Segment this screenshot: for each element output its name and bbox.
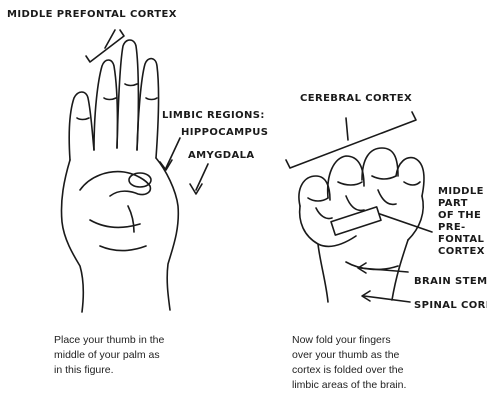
spinal-cord-label: SPINAL CORD [414, 300, 487, 311]
limbic-regions-label: LIMBIC REGIONS: [162, 110, 265, 121]
left-caption: Place your thumb in the middle of your p… [54, 333, 214, 378]
middle-part-line-2: PART [438, 198, 485, 210]
middle-part-line-5: FONTAL [438, 234, 485, 246]
fist-drawing [299, 148, 424, 302]
right-caption: Now fold your fingers over your thumb as… [292, 333, 452, 393]
middle-part-line-6: CORTEX [438, 246, 485, 258]
limbic-arrows [160, 138, 208, 194]
middle-part-line-1: MIDDLE [438, 186, 485, 198]
prefrontal-box [331, 207, 381, 235]
amygdala-label: AMYGDALA [188, 150, 255, 161]
hippocampus-label: HIPPOCAMPUS [181, 127, 268, 138]
middle-part-line-4: PRE- [438, 222, 485, 234]
prefrontal-leader [105, 30, 115, 48]
cerebral-cortex-label: CEREBRAL CORTEX [300, 93, 412, 104]
prefrontal-leader-right [380, 214, 432, 232]
middle-part-line-3: OF THE [438, 210, 485, 222]
brain-stem-label: BRAIN STEM [414, 276, 487, 287]
middle-part-prefrontal-label: MIDDLE PART OF THE PRE- FONTAL CORTEX [438, 186, 485, 258]
spinal-cord-arrow [362, 291, 410, 302]
prefrontal-bracket [86, 30, 124, 62]
open-hand-drawing [61, 40, 178, 312]
middle-prefrontal-cortex-label: MIDDLE PREFONTAL CORTEX [7, 9, 177, 20]
cerebral-cortex-leader [346, 118, 348, 140]
